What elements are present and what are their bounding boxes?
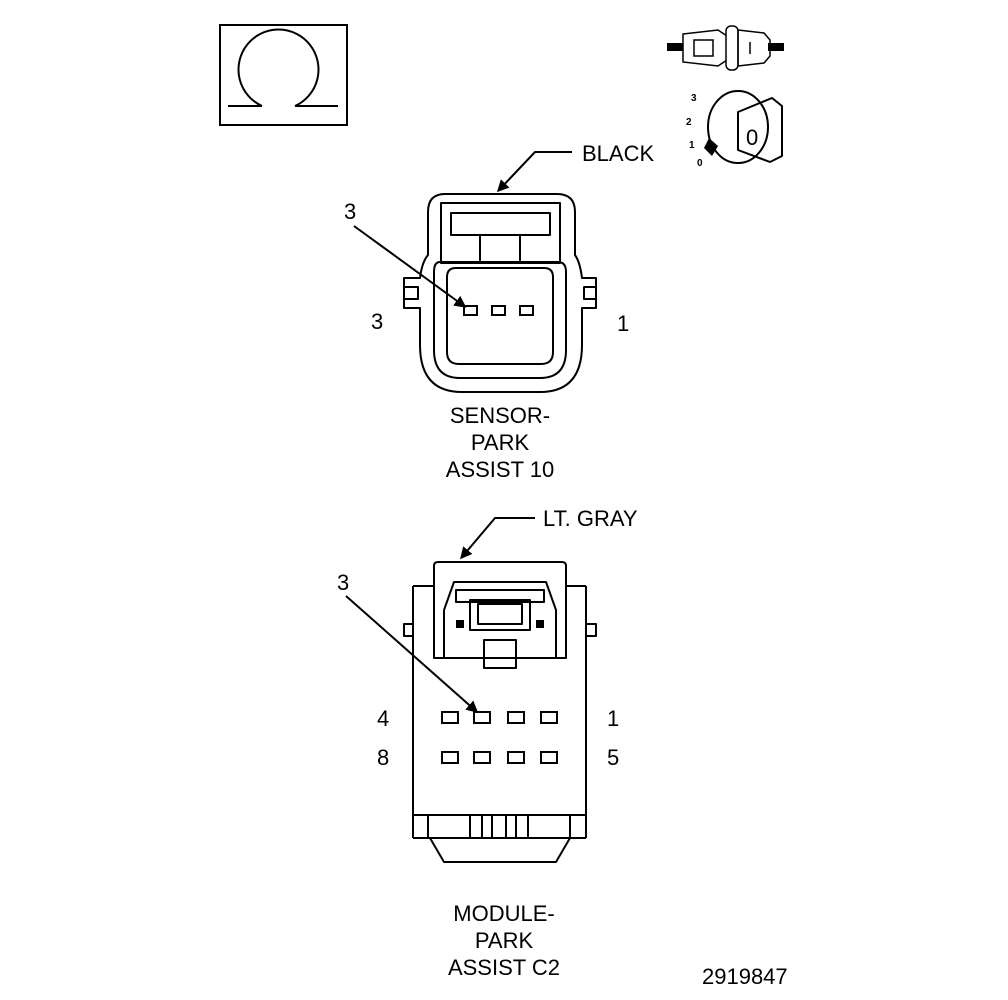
cavity-8 <box>441 751 459 764</box>
connector-1-color-label: BLACK <box>582 141 654 166</box>
cavity-2 <box>507 711 525 724</box>
connector-2-pin-bottom-right: 5 <box>607 745 619 770</box>
key-position-1: 1 <box>689 140 695 151</box>
connector-1-pin-right: 1 <box>617 311 629 336</box>
callout-arrow <box>345 595 479 713</box>
color-label-leader <box>496 151 572 193</box>
omega-symbol-icon <box>219 24 348 126</box>
connector-2-name-line-3: ASSIST C2 <box>448 955 560 980</box>
key-position-3: 3 <box>691 93 697 104</box>
connector-2-callout-number: 3 <box>337 570 349 595</box>
connector-1-name-line-1: SENSOR- <box>450 403 550 428</box>
cavity-7 <box>473 751 491 764</box>
connector-1-callout-number: 3 <box>344 199 356 224</box>
cavity-5 <box>540 751 558 764</box>
connector-1-name-line-3: ASSIST 10 <box>446 457 554 482</box>
connector-2-name-line-2: PARK <box>475 928 534 953</box>
connector-1-name-line-2: PARK <box>471 430 530 455</box>
ignition-key-icon: 3 2 1 0 0 <box>686 90 783 169</box>
color-label-leader <box>460 517 535 560</box>
module-park-assist-connector <box>345 517 597 863</box>
figure-number: 2919847 <box>702 964 788 989</box>
connector-2-pin-bottom-left: 8 <box>377 745 389 770</box>
sensor-park-assist-connector <box>353 151 597 393</box>
cavity-1 <box>519 305 534 316</box>
connector-1-pin-left: 3 <box>371 309 383 334</box>
cavity-3 <box>473 711 491 724</box>
cavity-4 <box>441 711 459 724</box>
cavity-3 <box>463 305 478 316</box>
cavity-2 <box>491 305 506 316</box>
key-position-2: 2 <box>686 117 692 128</box>
connector-2-name-line-1: MODULE- <box>453 901 554 926</box>
cavity-6 <box>507 751 525 764</box>
callout-arrow <box>353 225 467 308</box>
connector-2-color-label: LT. GRAY <box>543 506 638 531</box>
key-position-0: 0 <box>697 158 703 169</box>
key-face-label: 0 <box>746 125 758 150</box>
connector-view-icon <box>667 25 784 71</box>
cavity-1 <box>540 711 558 724</box>
connector-2-pin-top-right: 1 <box>607 706 619 731</box>
connector-2-pin-top-left: 4 <box>377 706 389 731</box>
